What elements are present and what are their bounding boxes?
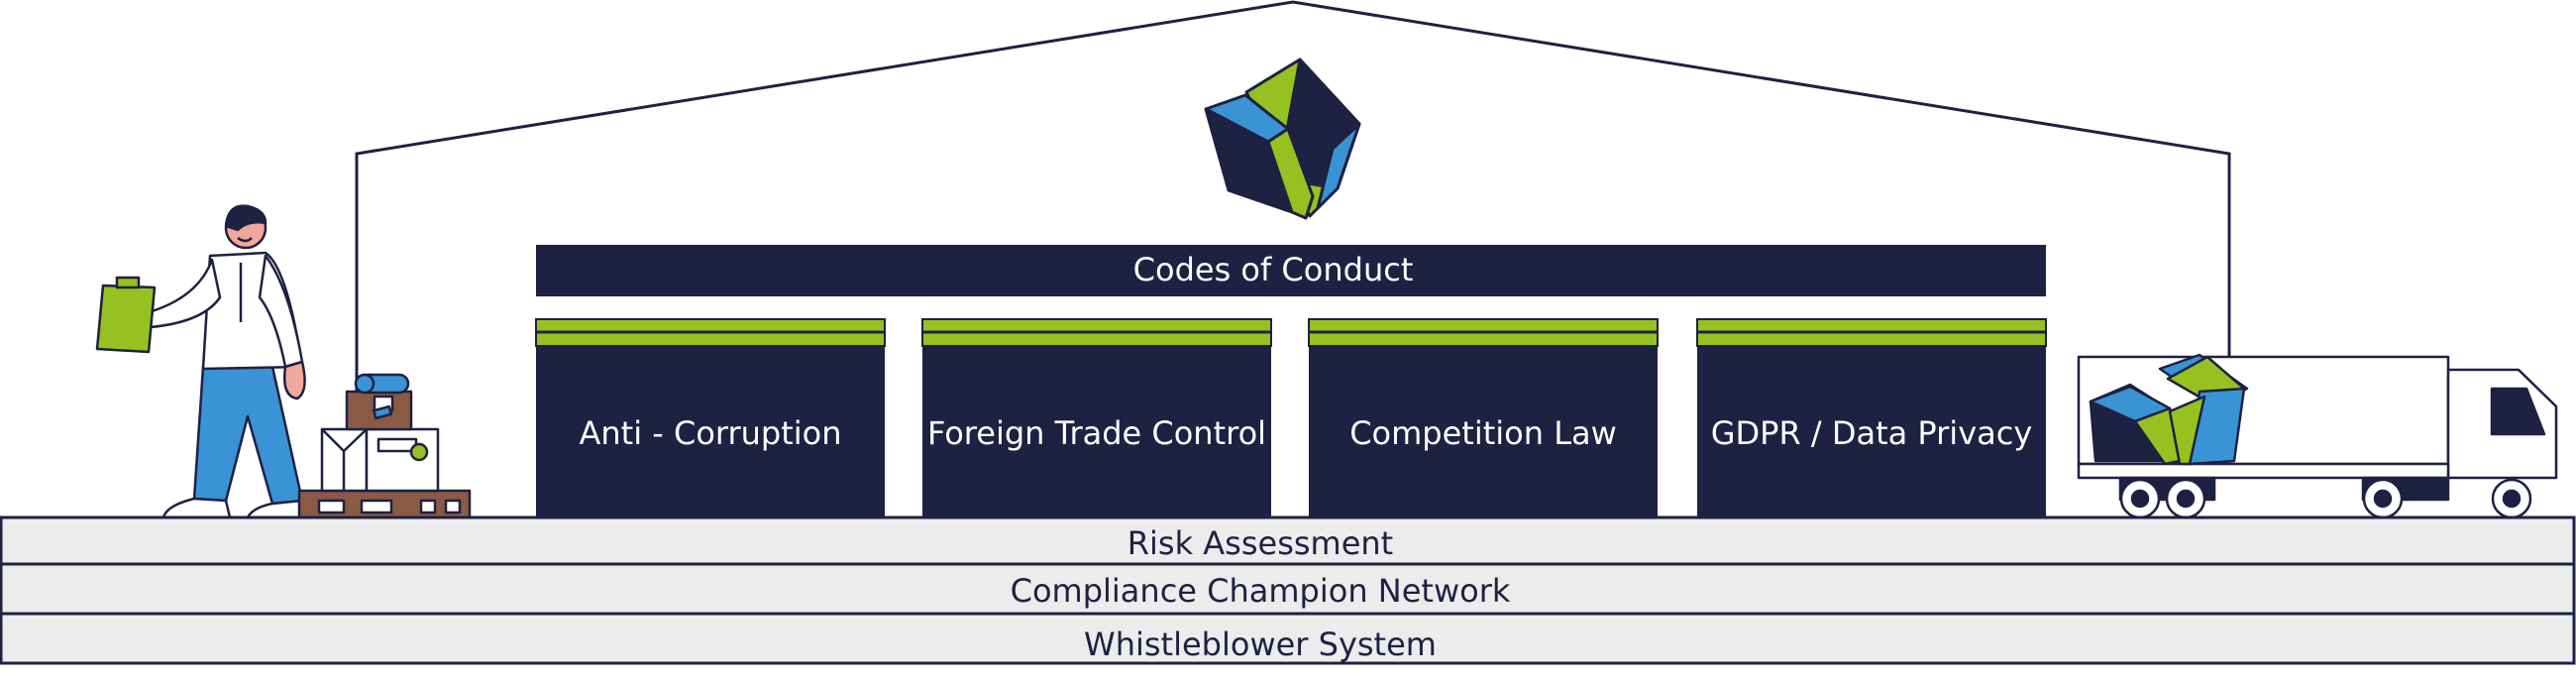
codes-of-conduct-banner [536, 245, 2046, 296]
pillar: Foreign Trade Control [921, 318, 1272, 517]
foundation: Risk Assessment Compliance Champion Netw… [0, 515, 2576, 665]
pillar: Anti - Corruption [535, 318, 886, 517]
foundation-label-risk-assessment: Risk Assessment [1127, 524, 1393, 562]
foundation-layer [0, 562, 2576, 616]
foundation-label-compliance-champion-network: Compliance Champion Network [1011, 572, 1511, 610]
truck-icon [2077, 353, 2558, 519]
pillar-label-foreign-trade-control: Foreign Trade Control [927, 414, 1266, 452]
pillar-label-gdpr-data-privacy: GDPR / Data Privacy [1711, 414, 2033, 452]
codes-of-conduct-label: Codes of Conduct [1133, 251, 1414, 288]
package-pallet-icon [297, 373, 472, 519]
warehouse-outline [355, 0, 2231, 517]
cube-logo-icon [1204, 57, 1361, 220]
pillar-label-anti-corruption: Anti - Corruption [579, 414, 841, 452]
foundation-layer [0, 612, 2576, 665]
pillar: Competition Law [1308, 318, 1659, 517]
foundation-label-whistleblower-system: Whistleblower System [1084, 626, 1437, 663]
clipboard-icon [95, 276, 157, 354]
pillar: GDPR / Data Privacy [1696, 318, 2047, 517]
pillar-label-competition-law: Competition Law [1349, 414, 1617, 452]
worker-icon [95, 204, 311, 519]
